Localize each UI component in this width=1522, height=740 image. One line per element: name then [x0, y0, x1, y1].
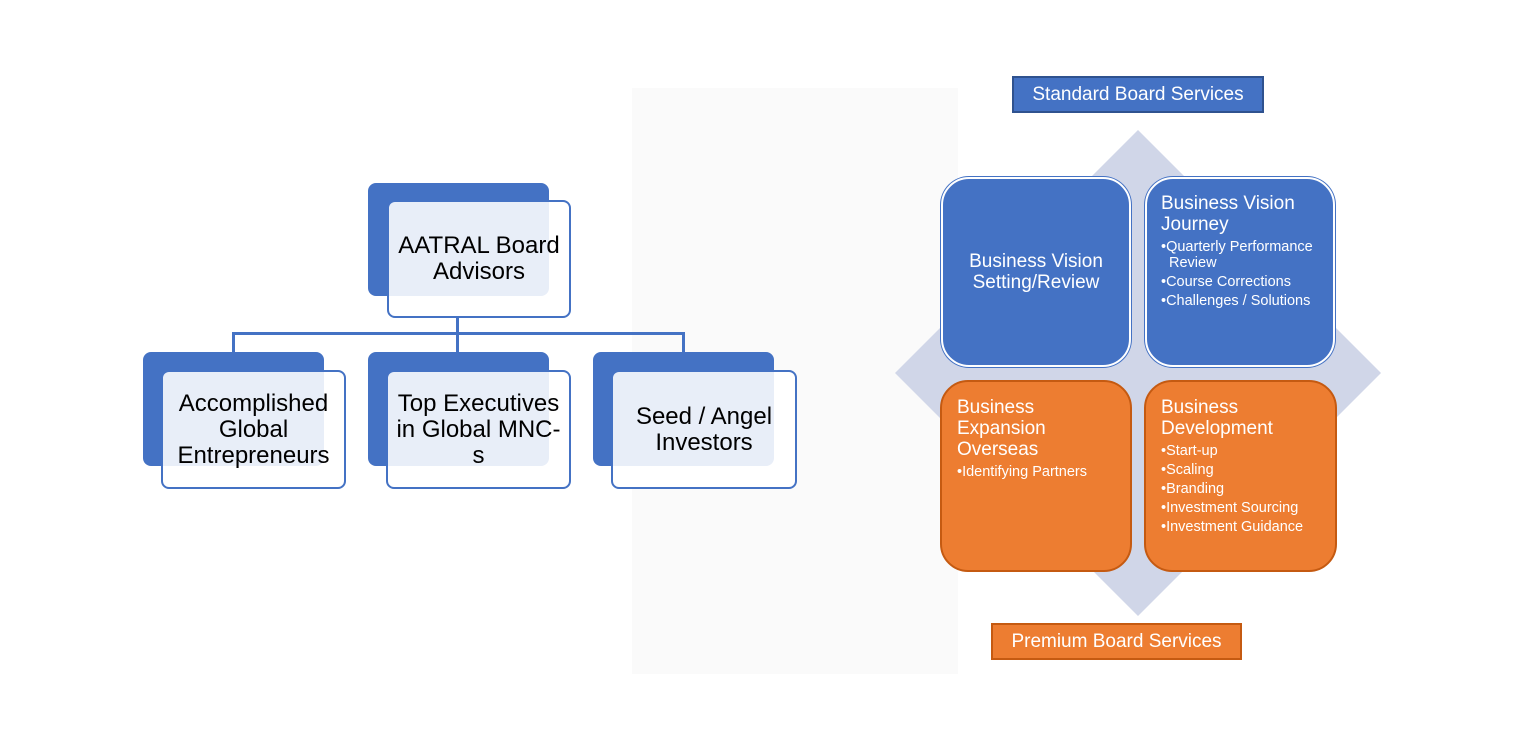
child-node: Accomplished Global Entrepreneurs [161, 370, 346, 489]
quadrant-business-vision-journey: Business Vision Journey Quarterly Perfor… [1145, 177, 1335, 367]
bullet-item: Quarterly Performance Review [1161, 239, 1323, 271]
bullet-list: Quarterly Performance Review Course Corr… [1161, 239, 1323, 309]
standard-services-text: Standard Board Services [1032, 83, 1244, 105]
child-node-label: Top Executives in Global MNC-s [396, 389, 561, 469]
quadrant-business-expansion-overseas: Business Expansion Overseas Identifying … [940, 380, 1132, 572]
quadrant-business-development: Business Development Start-up Scaling Br… [1144, 380, 1337, 572]
bullet-item: Challenges / Solutions [1161, 293, 1323, 309]
bullet-list: Start-up Scaling Branding Investment Sou… [1161, 443, 1327, 535]
quadrant-title: Business Expansion Overseas [957, 397, 1046, 460]
bullet-list: Identifying Partners [957, 464, 1120, 480]
bullet-item: Start-up [1161, 443, 1327, 459]
quadrant-title: Business Vision Journey [1161, 193, 1295, 235]
connector-left [232, 332, 235, 352]
bullet-item: Course Corrections [1161, 274, 1323, 290]
bullet-item: Branding [1161, 481, 1327, 497]
connector-right [682, 332, 685, 352]
child-node: Top Executives in Global MNC-s [386, 370, 571, 489]
child-node-label: Accomplished Global Entrepreneurs [177, 389, 330, 469]
premium-services-label: Premium Board Services [991, 623, 1242, 660]
bullet-item: Identifying Partners [957, 464, 1120, 480]
connector-middle [456, 332, 459, 352]
standard-services-label: Standard Board Services [1012, 76, 1264, 113]
child-node: Seed / Angel Investors [611, 370, 797, 489]
quadrant-title: Business Development [1161, 397, 1273, 439]
quadrant-business-vision-setting: Business Vision Setting/Review [941, 177, 1131, 367]
bullet-item: Scaling [1161, 462, 1327, 478]
premium-services-text: Premium Board Services [1011, 630, 1222, 652]
quadrant-title: Business Vision Setting/Review [969, 251, 1103, 293]
root-node: AATRAL Board Advisors [387, 200, 571, 318]
root-node-label: AATRAL Board Advisors [398, 232, 560, 285]
child-node-label: Seed / Angel Investors [635, 402, 773, 456]
bullet-item: Investment Guidance [1161, 519, 1327, 535]
bullet-item: Investment Sourcing [1161, 500, 1327, 516]
connector-root-stem [456, 318, 459, 333]
